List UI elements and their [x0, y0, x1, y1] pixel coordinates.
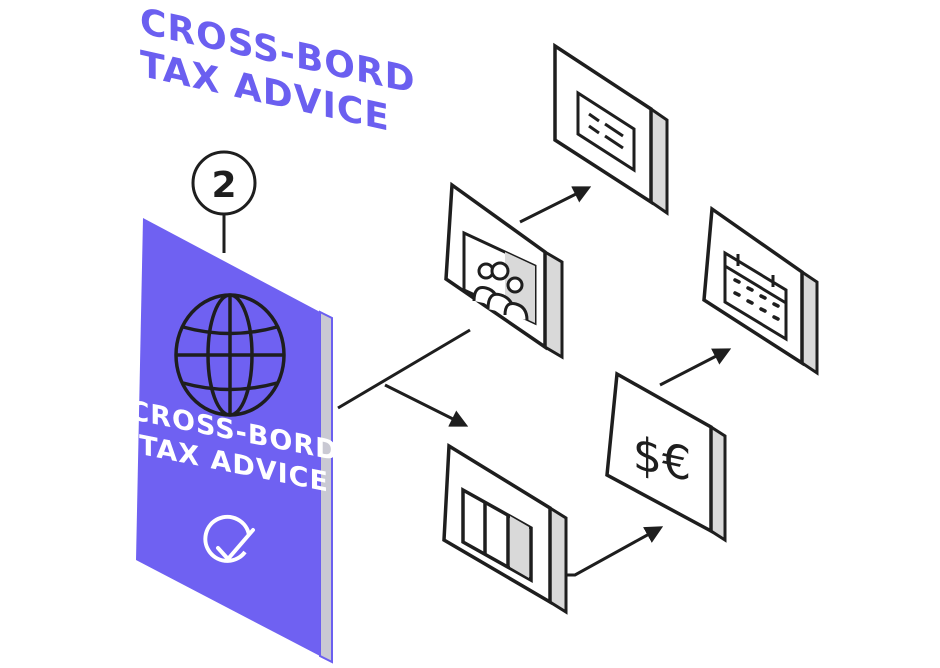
- tile-form-face: [553, 42, 653, 206]
- tile-calendar: [702, 205, 819, 376]
- tile-columns-side: [548, 505, 568, 615]
- globe-icon: [174, 293, 286, 417]
- connector-card-to-team: [337, 328, 471, 410]
- connector-team-to-form: [519, 186, 592, 224]
- check-circle-icon: [203, 514, 255, 563]
- connector-card-to-columns: [384, 383, 469, 427]
- currency-dollar-euro-icon: $€: [633, 426, 692, 492]
- connector-currency-to-calendar: [659, 348, 732, 387]
- tile-currency: $€: [605, 371, 727, 543]
- connectors: [337, 186, 732, 577]
- columns-icon: [461, 487, 533, 583]
- document-form-icon: [576, 90, 636, 173]
- tile-currency-side: [709, 424, 727, 543]
- tile-columns: [442, 442, 568, 615]
- tile-team: [444, 181, 564, 360]
- connector-columns-to-currency: [565, 526, 664, 577]
- step-badge: 2: [191, 150, 257, 253]
- calendar-icon: [723, 250, 788, 342]
- tile-calendar-face: [702, 205, 804, 367]
- tile-document-form: [553, 42, 669, 216]
- main-card: CROSS-BORD TAX ADVICE: [129, 218, 339, 664]
- step-badge-circle: [191, 150, 257, 216]
- tile-team-side: [543, 249, 564, 360]
- tile-calendar-side: [800, 269, 819, 376]
- tile-currency-face: [605, 371, 713, 534]
- team-icon: [462, 230, 537, 326]
- step-number: 2: [211, 165, 236, 206]
- tile-form-side: [649, 106, 669, 216]
- heading: CROSS-BORD TAX ADVICE: [140, 0, 415, 140]
